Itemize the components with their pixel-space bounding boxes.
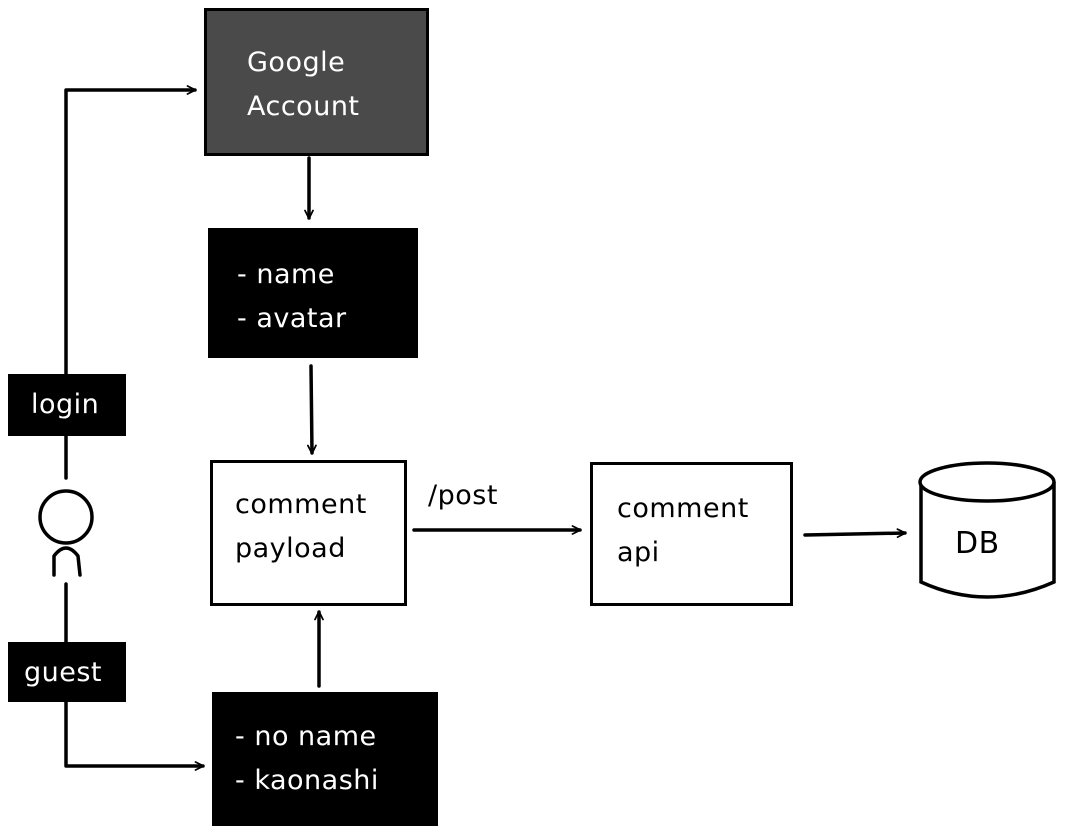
user-icon <box>38 489 94 577</box>
login-label: login <box>31 389 100 420</box>
comment-payload-label-line1: comment <box>235 489 367 520</box>
login-connector <box>64 85 197 480</box>
post-edge-label: /post <box>428 480 498 511</box>
anonymous-field-no-name: - no name <box>235 721 377 752</box>
comment-api-node: comment api <box>590 462 793 606</box>
db-label: DB <box>955 526 1000 561</box>
database-icon <box>918 461 1056 599</box>
profile-to-payload-arrow <box>307 364 317 455</box>
profile-field-avatar: - avatar <box>237 303 347 334</box>
google-account-node: Google Account <box>204 8 429 156</box>
comment-payload-label-line2: payload <box>235 533 346 564</box>
anonymous-fields-node: - no name - kaonashi <box>212 692 438 826</box>
profile-field-name: - name <box>237 259 335 290</box>
profile-fields-node: - name - avatar <box>208 228 418 358</box>
comment-api-label-line1: comment <box>617 493 749 524</box>
comment-payload-node: comment payload <box>210 460 407 606</box>
login-tag: login <box>8 374 126 436</box>
comment-api-label-line2: api <box>617 537 660 568</box>
guest-label: guest <box>24 657 103 688</box>
guest-tag: guest <box>8 642 126 702</box>
google-account-label-line2: Account <box>247 91 360 122</box>
google-account-label-line1: Google <box>247 47 346 78</box>
anonymous-field-kaonashi: - kaonashi <box>235 765 379 796</box>
api-to-db-arrow <box>803 528 907 539</box>
